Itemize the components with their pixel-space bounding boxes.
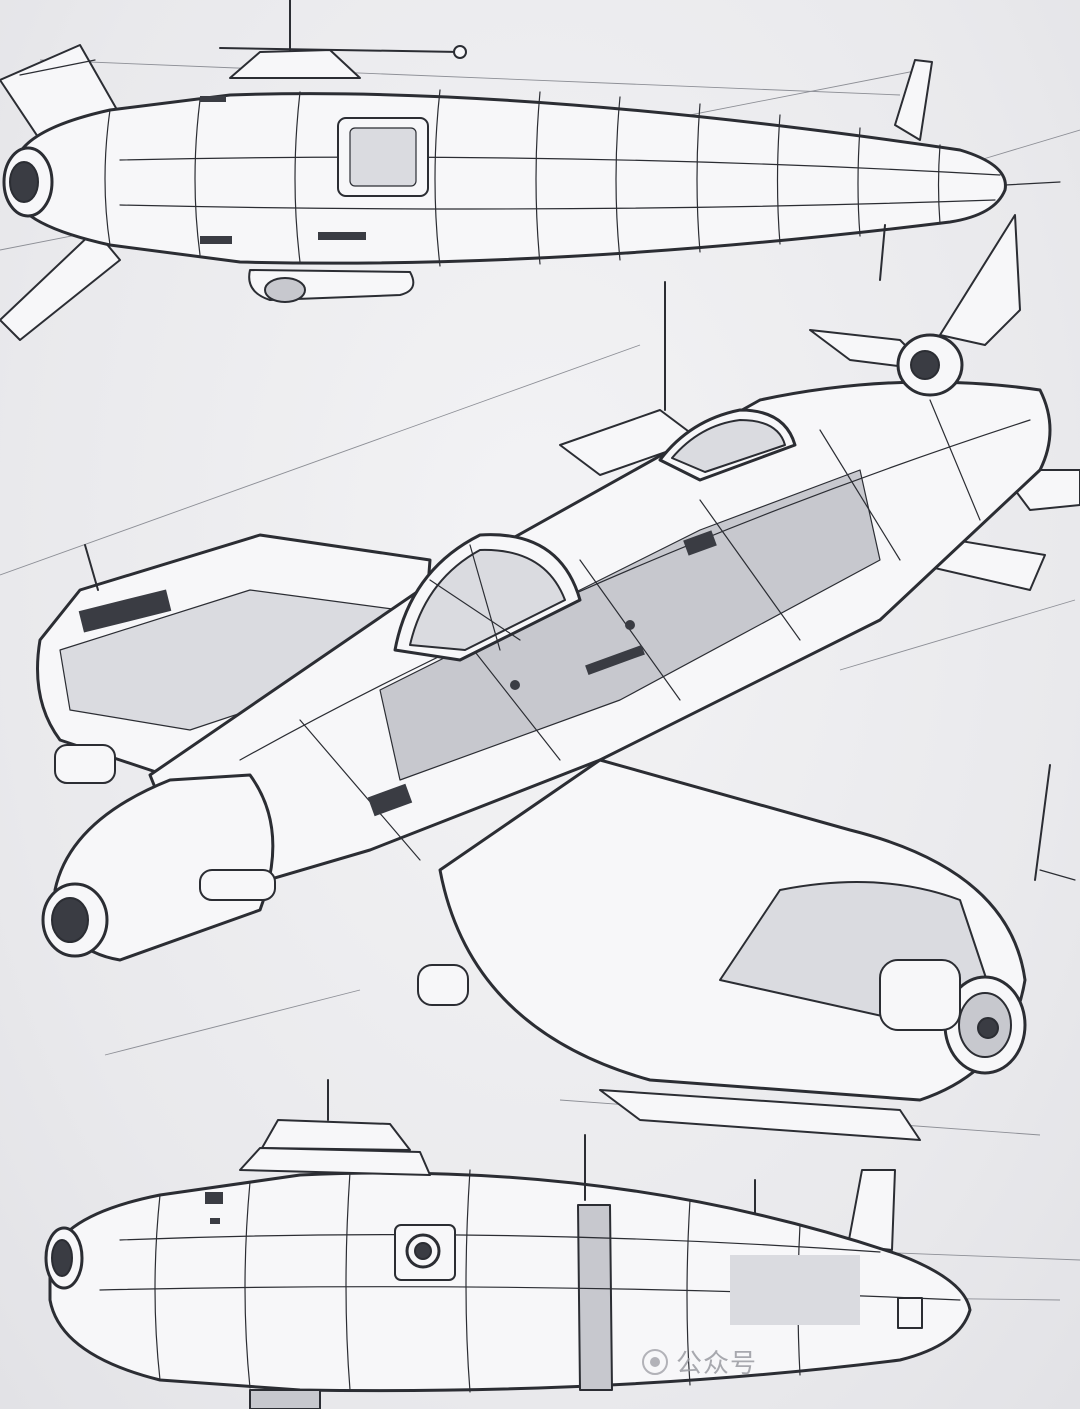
watermark: 公众号 [642, 1343, 757, 1380]
wechat-official-account-icon [642, 1348, 668, 1375]
watermark-text: 公众号 [676, 1349, 758, 1379]
top-ship-side-view [0, 0, 1061, 341]
middle-ship-perspective-view [36, 214, 1080, 1141]
bottom-ship-side-view [44, 1079, 972, 1409]
